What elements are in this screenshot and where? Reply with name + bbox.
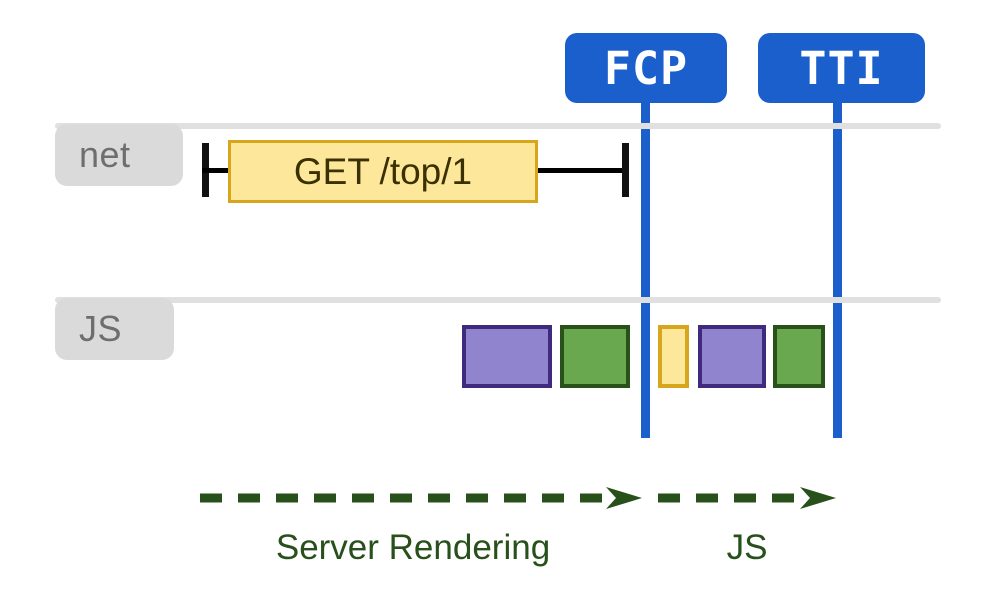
phase-arrow-js	[658, 487, 836, 509]
phase-arrow-server-rendering	[200, 487, 642, 509]
js-task-block-1[interactable]	[462, 325, 552, 388]
request-whisker-stem-left	[202, 168, 234, 173]
network-request-bar[interactable]: GET /top/1	[228, 140, 538, 203]
lane-label-js: JS	[55, 298, 174, 360]
lane-baseline-js	[55, 297, 941, 303]
milestone-line-fcp	[641, 95, 650, 438]
milestone-badge-tti[interactable]: TTI	[758, 33, 925, 103]
js-task-block-2[interactable]	[560, 325, 630, 388]
phase-label-server-rendering: Server Rendering	[275, 528, 551, 567]
js-task-block-4[interactable]	[698, 325, 766, 388]
milestone-badge-fcp[interactable]: FCP	[565, 33, 727, 103]
milestone-line-tti	[833, 95, 842, 438]
phase-label-js: JS	[726, 528, 768, 567]
request-whisker-stem-right	[532, 168, 628, 173]
js-task-block-3[interactable]	[658, 325, 689, 388]
lane-baseline-net	[55, 123, 941, 129]
lane-label-net: net	[55, 124, 183, 186]
js-task-block-5[interactable]	[773, 325, 825, 388]
request-whisker-cap-right	[622, 143, 629, 197]
